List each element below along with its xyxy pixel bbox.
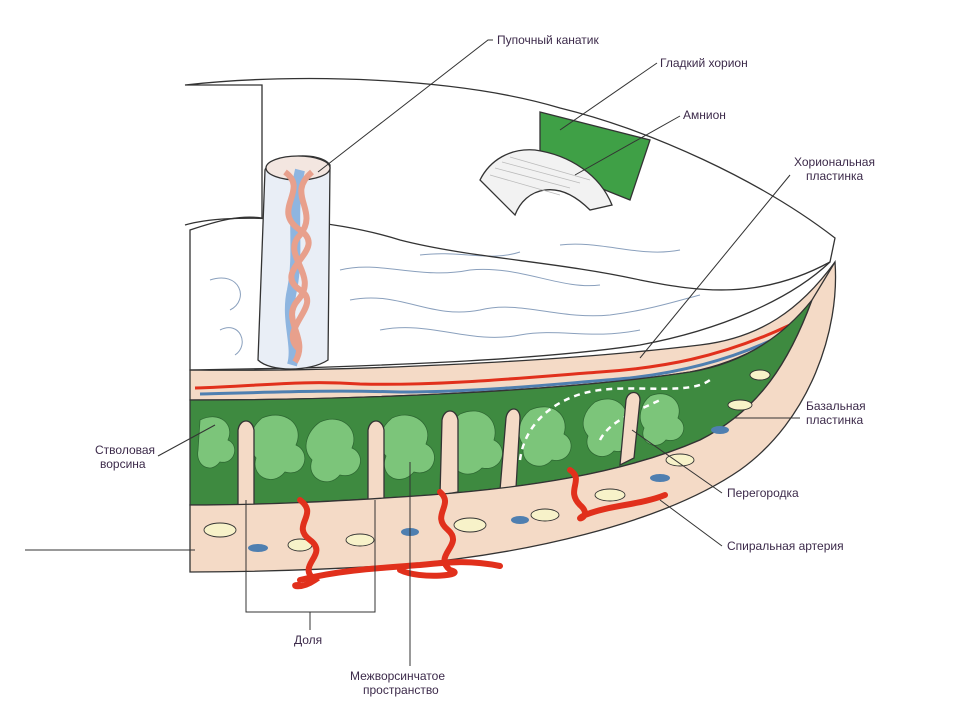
label-amnion: Амнион (683, 108, 726, 122)
label-septum: Перегородка (727, 486, 799, 500)
label-smooth-chorion: Гладкий хорион (660, 56, 748, 70)
basal-plate (189, 259, 837, 573)
septum-2 (367, 420, 385, 501)
spiral-arteries (292, 467, 668, 590)
septum-1 (237, 420, 255, 506)
label-intervillous-line1: Межворсинчатое (350, 669, 445, 683)
label-stem-villus-line2: ворсина (100, 457, 146, 471)
cord-artery-2 (289, 169, 315, 364)
amnion-flap (479, 111, 651, 217)
label-lobule: Доля (294, 633, 322, 647)
leader-chorionic-plate (639, 174, 791, 359)
umbilical-cord (257, 155, 331, 370)
label-basal-plate-line1: Базальная (806, 399, 866, 413)
label-stem-villus-line1: Стволовая (95, 443, 155, 457)
leader-stem-villus (157, 424, 216, 457)
leader-smooth-chorion (559, 62, 658, 131)
chorionic-vessel-vein (199, 318, 811, 396)
villous-trees (197, 393, 685, 483)
leader-amnion (574, 115, 681, 176)
leader-lines (25, 39, 800, 666)
decidual-glands (203, 369, 771, 552)
spiral-artery-1 (292, 497, 321, 590)
septum-3 (439, 410, 459, 496)
label-basal-plate-line2: пластинка (806, 413, 864, 427)
amnion-roll (479, 149, 613, 217)
spiral-artery-3 (567, 467, 668, 522)
leader-spiral-artery (659, 499, 723, 547)
amnion-roll-texture (489, 156, 591, 196)
leader-septum (631, 429, 723, 494)
label-intervillous-line2: пространство (363, 683, 439, 697)
septa (237, 391, 641, 506)
leader-lobule (245, 500, 376, 630)
uterine-artery-branch (297, 559, 503, 583)
label-chorionic-plate-line1: Хориональная (794, 155, 875, 169)
labels: Пупочный канатик Гладкий хорион Амнион Х… (95, 33, 875, 697)
label-chorionic-plate-line2: пластинка (806, 169, 864, 183)
label-spiral-artery: Спиральная артерия (727, 539, 844, 553)
leader-umbilical-cord (317, 39, 493, 173)
septum-4 (499, 408, 521, 491)
label-umbilical-cord: Пупочный канатик (497, 33, 599, 47)
chorionic-vessel-artery (194, 323, 791, 390)
surface-wrinkles (209, 243, 701, 356)
spiral-artery-2 (397, 489, 458, 579)
septum-5 (619, 391, 641, 467)
